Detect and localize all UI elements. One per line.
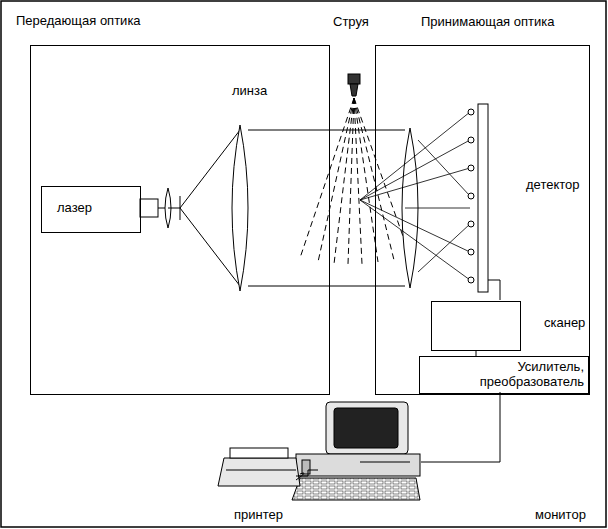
node-label: Принимающая оптика bbox=[421, 15, 554, 30]
component-box: лазер bbox=[41, 186, 141, 233]
node-label: сканер bbox=[544, 316, 585, 331]
component-box: Усилитель, преобразователь bbox=[419, 356, 589, 394]
node-label: лазер bbox=[57, 201, 132, 216]
label: монитор bbox=[535, 508, 586, 523]
label: принтер bbox=[234, 508, 283, 523]
label: детектор bbox=[526, 178, 580, 193]
node-label: Передающая оптика bbox=[16, 14, 141, 29]
spray-nozzle bbox=[348, 74, 360, 96]
optics-panel: Принимающая оптикасканерУсилитель, преоб… bbox=[375, 45, 590, 395]
label: линза bbox=[232, 84, 267, 99]
wire bbox=[488, 280, 500, 300]
label: Струя bbox=[333, 15, 369, 30]
printer-cable bbox=[300, 470, 318, 476]
lens bbox=[232, 125, 248, 291]
optics-panel: Передающая оптикалазер bbox=[30, 45, 330, 395]
component-box: сканер bbox=[431, 301, 521, 351]
wire bbox=[421, 392, 500, 462]
printer bbox=[218, 448, 304, 486]
detector-array bbox=[468, 104, 488, 292]
laser-optics bbox=[140, 130, 240, 286]
scattered-rays bbox=[360, 112, 470, 280]
computer bbox=[292, 402, 420, 500]
spray bbox=[300, 98, 410, 264]
node-label: Усилитель, преобразователь bbox=[472, 360, 584, 390]
